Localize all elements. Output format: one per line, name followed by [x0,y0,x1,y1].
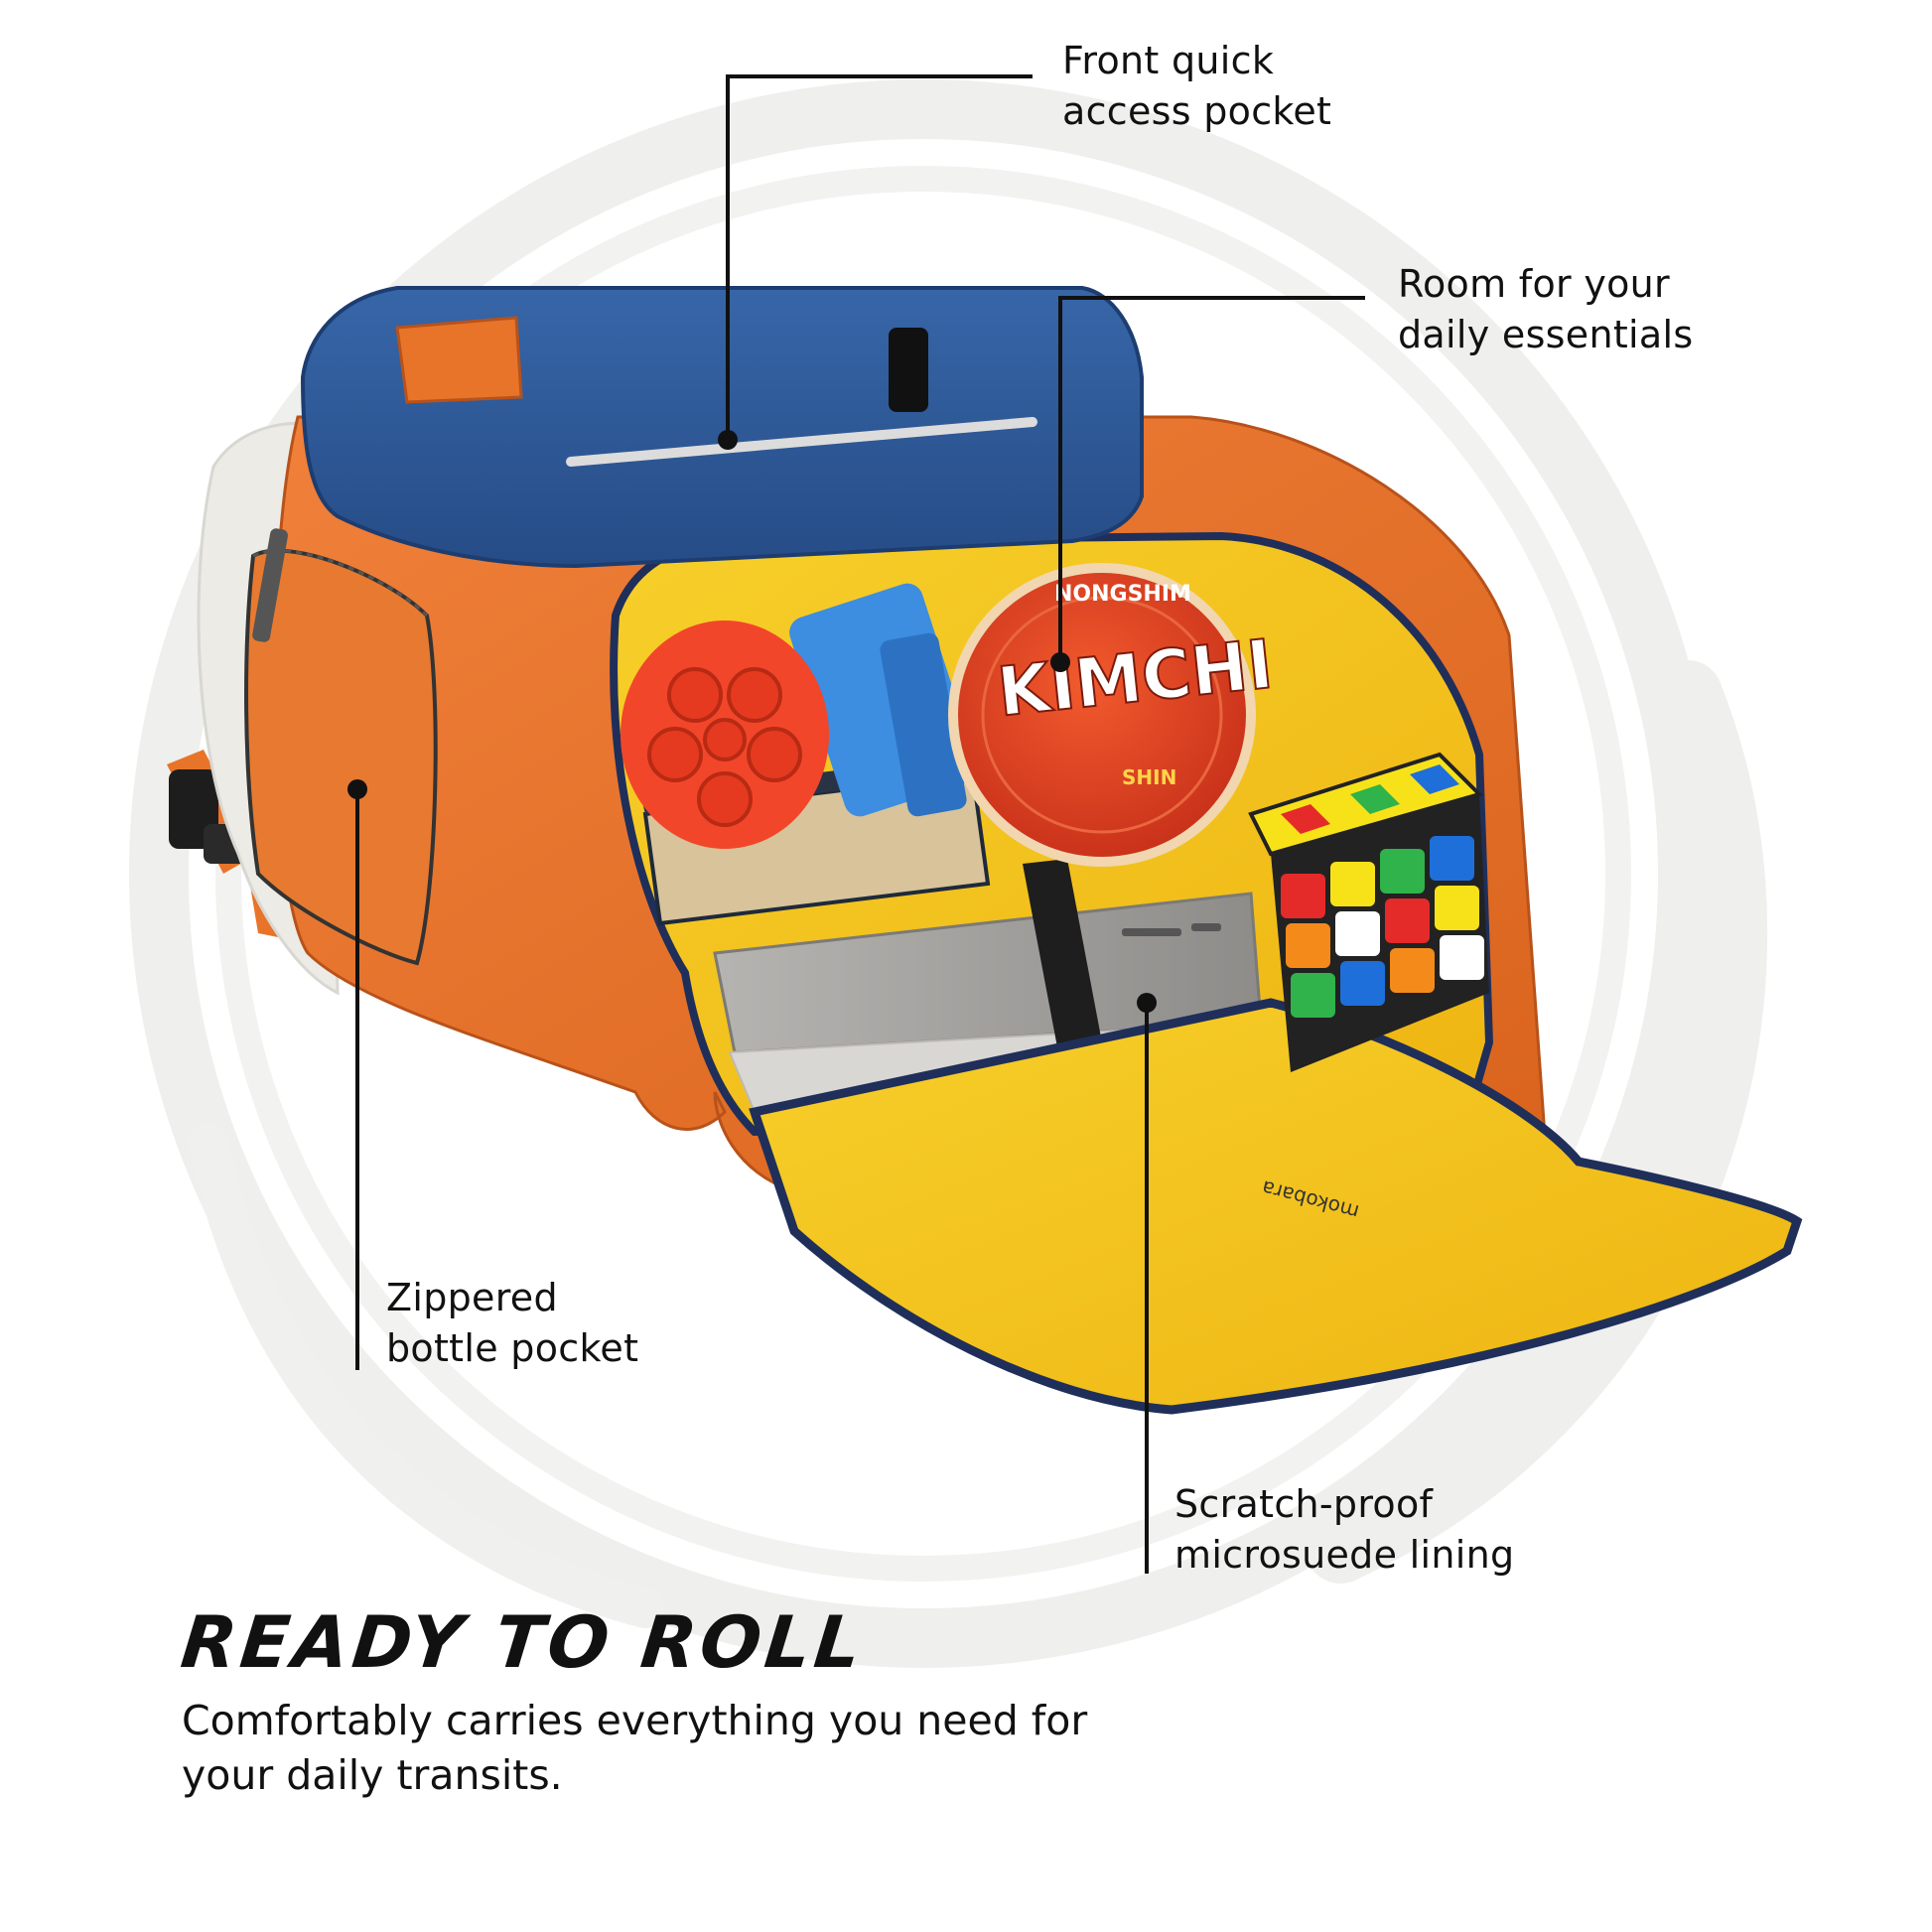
top-lid [300,286,1144,569]
laptop-strap [1023,859,1102,1047]
callout-lining-line1: Scratch-proof [1174,1482,1434,1526]
callout-bottle-pocket-line2: bottle pocket [386,1326,639,1370]
callout-bottle-pocket: Zippered bottle pocket [386,1273,638,1374]
ramen-sub-text: SHIN [1122,765,1176,789]
callout-dots [347,430,1157,1013]
toy-blaster [621,583,978,849]
rubiks-cube [1248,752,1489,1072]
callout-front-pocket-line2: access pocket [1062,89,1332,133]
background-swirl [129,79,1768,1668]
callout-daily-essentials: Room for your daily essentials [1398,259,1693,360]
callout-lining: Scratch-proof microsuede lining [1174,1479,1514,1581]
callout-lining-line2: microsuede lining [1174,1533,1515,1577]
callout-daily-essentials-line2: daily essentials [1398,313,1694,356]
callout-lines [355,74,1365,1574]
headline: READY TO ROLL [177,1600,869,1684]
subline: Comfortably carries everything you need … [182,1694,1274,1803]
callout-bottle-pocket-line1: Zippered [386,1276,558,1319]
callout-daily-essentials-line1: Room for your [1398,262,1670,306]
ramen-brand-text: NONGSHIM [1054,582,1191,607]
front-flap [749,998,1803,1415]
subline-line1: Comfortably carries everything you need … [182,1697,1088,1744]
callout-front-pocket-line1: Front quick [1062,39,1275,82]
callout-front-pocket: Front quick access pocket [1062,36,1331,137]
ramen-bowl: NONGSHIM KIMCHI SHIN [948,563,1278,867]
subline-line2: your daily transits. [182,1751,563,1799]
